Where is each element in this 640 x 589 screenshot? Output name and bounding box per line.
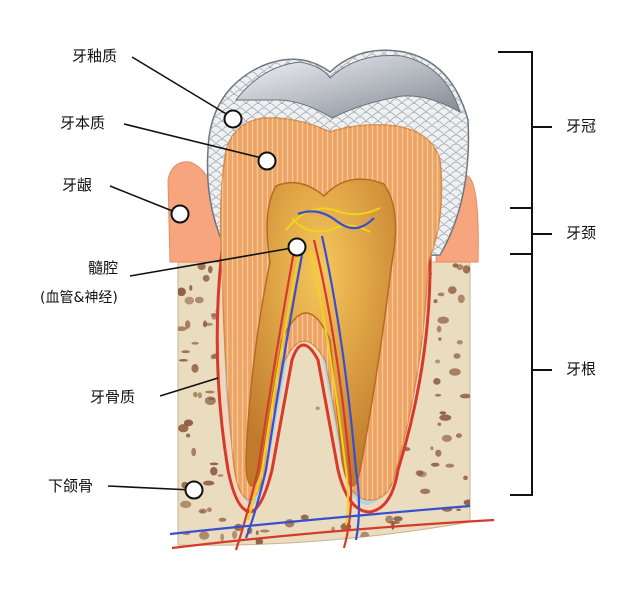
bone-pore [388,521,401,524]
bone-pore [439,411,447,415]
label-pulp: 髓腔 [88,259,119,277]
bone-pore [202,322,214,326]
bone-pore [210,313,218,318]
bone-pore [220,533,225,542]
bone-pore [441,434,452,442]
bone-pore [438,337,442,341]
bone-pore [463,475,468,481]
bone-pore [232,530,238,539]
bone-pore [178,287,186,297]
bone-pore [406,539,411,546]
bone-pore [191,341,199,345]
bone-pore [417,471,427,478]
bone-pore [348,538,356,546]
bone-pore [455,433,462,438]
bone-pore [315,406,320,411]
region-crown: 牙冠 [566,117,597,135]
bone-pore [193,391,198,398]
bone-pore [178,326,187,332]
bone-pore [210,466,218,476]
pulp-chamber [245,178,397,487]
bone-pore [423,532,435,541]
bone-pore [430,446,434,451]
bone-pore [191,447,197,457]
bone-pore [437,316,449,324]
bone-pore [436,325,442,333]
bone-pore [417,532,424,540]
region-root: 牙根 [566,360,597,378]
bone-pore [181,350,190,354]
bone-pore [449,368,461,376]
bone-pore [203,480,215,486]
region-bracket [498,51,552,496]
bone-pore [459,393,470,399]
bone-pore [183,419,194,427]
bone-pore [178,359,188,362]
bone-pore [445,463,455,468]
bone-pore [457,294,465,304]
bone-pore [439,414,452,421]
bone-pore [393,516,403,522]
bone-pore [211,316,218,320]
bone-pore [218,517,227,522]
bone-pore [434,393,442,397]
bone-pore [437,292,445,297]
bone-pore [199,531,210,540]
bone-pore [191,363,199,373]
bone-pore [206,507,212,512]
bone-pore [463,499,470,506]
bone-pore [437,422,442,426]
bone-pore [217,474,224,477]
nerves [247,207,381,526]
label-pulp-sub: (血管&神经) [40,290,118,306]
bone-pore [180,500,192,508]
bone-pore [255,537,263,546]
bone-pore [360,531,370,541]
bone-pore [300,514,309,521]
bone-pore [259,529,270,533]
label-dentin: 牙本质 [60,114,106,132]
bone-pore [197,392,202,399]
bone-pore [430,462,440,467]
leader-lines [107,56,293,491]
label-enamel: 牙釉质 [72,47,118,65]
bone-pore [456,340,463,345]
bone-pore [433,299,438,304]
bone-pore [204,396,216,406]
bone-pore [184,296,195,305]
bone-pore [456,508,461,511]
bone-pore [200,510,205,514]
bone-pore [255,530,259,536]
region-neck: 牙颈 [566,224,597,242]
bone-pore [178,424,189,433]
bone-pore [194,296,204,304]
bone-pore [185,320,191,329]
label-jaw: 下颌骨 [48,477,94,495]
marker-dots [170,109,307,500]
label-cementum: 牙骨质 [90,388,136,406]
bone-pore [448,286,457,294]
bone-pore [435,359,441,364]
bone-pore [186,433,191,438]
bone-pore [205,390,215,394]
label-gum: 牙龈 [62,176,93,194]
bone-pore [453,353,461,359]
veins [169,210,471,541]
bone-pore [208,265,213,274]
bone-pore [209,462,219,466]
bone-pore [456,264,464,271]
bone-pore [462,265,470,274]
bone-pore [435,449,442,457]
bone-pore [433,378,441,385]
bone-pore [189,285,193,291]
bone-pore [202,274,210,282]
bone-pore [210,354,215,360]
bone-pore [420,488,431,494]
